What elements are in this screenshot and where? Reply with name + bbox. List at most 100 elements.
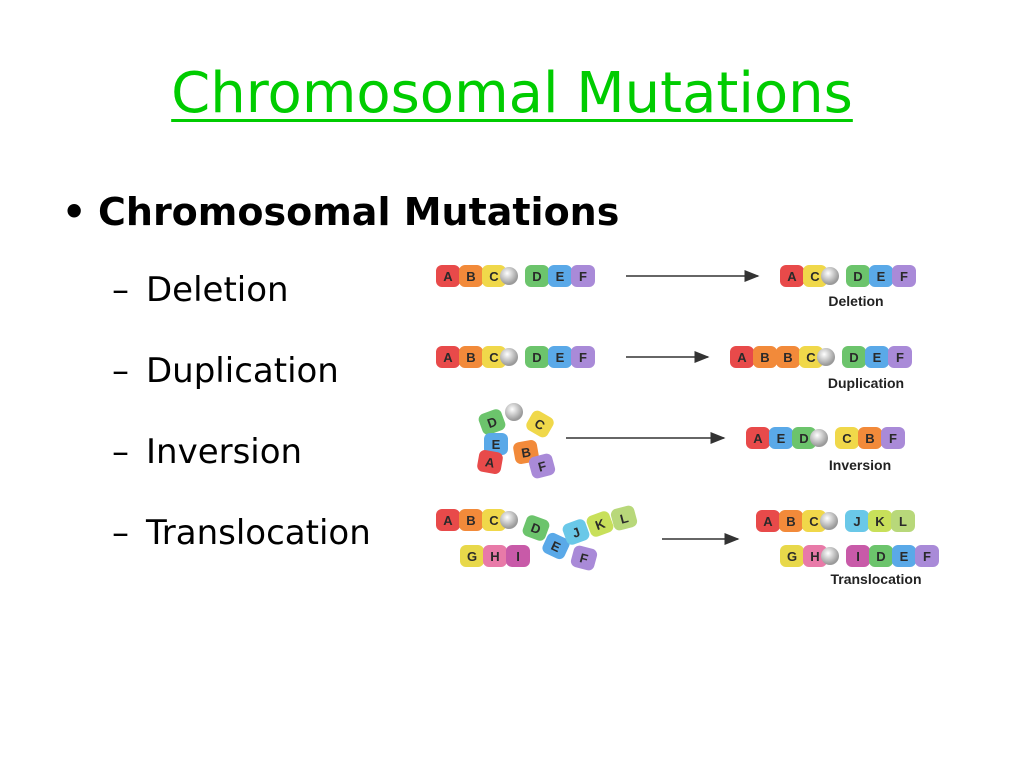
svg-text:F: F <box>900 269 908 284</box>
gene-segment-c: C <box>526 410 554 438</box>
dash: – <box>112 513 129 553</box>
gene-segment-e: E <box>548 346 572 368</box>
sub-item-duplication: –Duplication <box>112 349 339 393</box>
svg-text:B: B <box>783 350 792 365</box>
gene-segment-e: E <box>869 265 893 287</box>
svg-text:B: B <box>466 513 475 528</box>
centromere <box>500 511 518 529</box>
gene-segment-h: H <box>803 545 827 567</box>
svg-text:E: E <box>492 437 501 452</box>
gene-segment-a: A <box>436 265 460 287</box>
svg-text:F: F <box>536 458 548 475</box>
caption-duplication: Duplication <box>828 375 904 391</box>
gene-segment-b: B <box>858 427 882 449</box>
gene-segment-l: L <box>891 510 915 532</box>
centromere <box>817 348 835 366</box>
sub-item-translocation: –Translocation <box>112 511 371 555</box>
dash: – <box>112 432 129 472</box>
sub-item-inversion: –Inversion <box>112 430 302 474</box>
svg-text:A: A <box>787 269 797 284</box>
gene-segment-d: D <box>842 346 866 368</box>
gene-segment-c: C <box>482 509 506 531</box>
centromere <box>810 429 828 447</box>
gene-segment-f: F <box>915 545 939 567</box>
svg-text:B: B <box>865 431 874 446</box>
svg-text:C: C <box>806 350 816 365</box>
gene-segment-c: C <box>482 346 506 368</box>
svg-text:I: I <box>516 549 520 564</box>
gene-segment-e: E <box>892 545 916 567</box>
svg-text:C: C <box>810 269 820 284</box>
svg-text:D: D <box>532 350 541 365</box>
gene-segment-d: D <box>869 545 893 567</box>
sub-item-label: Duplication <box>146 351 339 391</box>
centromere <box>500 348 518 366</box>
gene-segment-b: B <box>776 346 800 368</box>
gene-segment-b: B <box>459 265 483 287</box>
gene-segment-a: A <box>746 427 770 449</box>
svg-text:A: A <box>753 431 763 446</box>
centromere <box>820 512 838 530</box>
gene-segment-k: K <box>586 511 614 537</box>
gene-segment-f: F <box>528 453 556 479</box>
gene-segment-j: J <box>562 519 590 545</box>
gene-segment-a: A <box>477 450 503 474</box>
svg-text:D: D <box>876 549 885 564</box>
gene-segment-l: L <box>610 505 638 531</box>
sub-item-deletion: –Deletion <box>112 268 289 312</box>
gene-segment-a: A <box>780 265 804 287</box>
sub-item-label: Inversion <box>146 432 303 472</box>
gene-segment-c: C <box>803 265 827 287</box>
gene-segment-c: C <box>799 346 823 368</box>
svg-text:C: C <box>489 513 499 528</box>
gene-segment-a: A <box>436 509 460 531</box>
svg-text:A: A <box>443 350 453 365</box>
svg-text:E: E <box>900 549 909 564</box>
svg-text:G: G <box>467 549 477 564</box>
gene-segment-b: B <box>459 509 483 531</box>
gene-segment-b: B <box>779 510 803 532</box>
gene-segment-k: K <box>868 510 892 532</box>
gene-segment-c: C <box>482 265 506 287</box>
gene-segment-d: D <box>846 265 870 287</box>
svg-text:C: C <box>842 431 852 446</box>
caption-translocation: Translocation <box>830 571 921 587</box>
gene-segment-f: F <box>570 545 598 571</box>
svg-text:I: I <box>856 549 860 564</box>
svg-text:A: A <box>443 269 453 284</box>
svg-text:B: B <box>520 444 532 460</box>
gene-segment-a: A <box>436 346 460 368</box>
svg-text:F: F <box>579 350 587 365</box>
svg-text:C: C <box>809 514 819 529</box>
caption-deletion: Deletion <box>828 293 883 309</box>
svg-text:A: A <box>484 454 496 471</box>
svg-text:H: H <box>490 549 499 564</box>
svg-text:F: F <box>889 431 897 446</box>
gene-segment-f: F <box>888 346 912 368</box>
svg-text:F: F <box>578 550 590 567</box>
gene-segment-e: E <box>865 346 889 368</box>
sub-item-label: Deletion <box>146 270 289 310</box>
svg-text:H: H <box>810 549 819 564</box>
gene-segment-e: E <box>542 532 570 560</box>
svg-text:E: E <box>556 350 565 365</box>
svg-text:E: E <box>777 431 786 446</box>
gene-segment-j: J <box>845 510 869 532</box>
gene-segment-e: E <box>484 433 508 455</box>
dash: – <box>112 270 129 310</box>
svg-text:K: K <box>875 514 885 529</box>
svg-text:D: D <box>849 350 858 365</box>
svg-text:G: G <box>787 549 797 564</box>
gene-segment-d: D <box>525 265 549 287</box>
svg-text:A: A <box>737 350 747 365</box>
svg-text:A: A <box>443 513 453 528</box>
sub-item-label: Translocation <box>146 513 371 553</box>
dash: – <box>112 351 129 391</box>
svg-text:C: C <box>489 350 499 365</box>
svg-text:F: F <box>923 549 931 564</box>
gene-segment-g: G <box>460 545 484 567</box>
gene-segment-c: C <box>835 427 859 449</box>
centromere <box>821 267 839 285</box>
svg-text:B: B <box>466 269 475 284</box>
gene-segment-d: D <box>525 346 549 368</box>
